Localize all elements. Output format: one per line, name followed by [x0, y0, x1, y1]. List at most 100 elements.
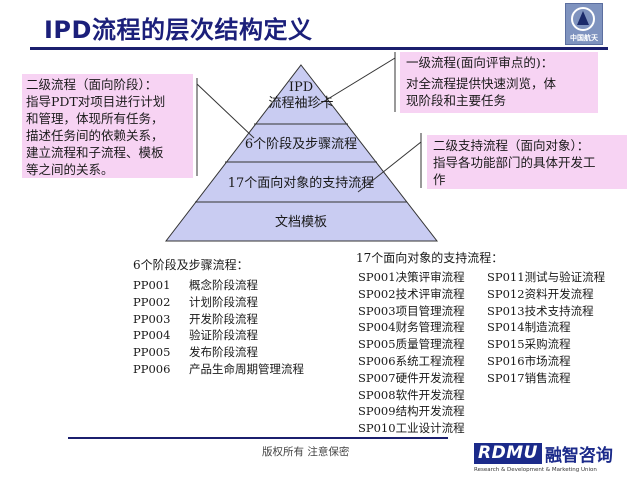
bottom-callout-pointer: [357, 141, 422, 193]
logo-ring: [571, 7, 595, 31]
title-divider: [30, 47, 608, 50]
copyright-notice: 版权所有 注意保密: [262, 446, 350, 458]
process-name: 发布阶段流程: [189, 345, 258, 360]
process-code: SP004: [358, 320, 396, 335]
list-item: SP012 资料开发流程: [487, 286, 605, 303]
callout-text: 二级流程（面向阶段）：: [26, 77, 158, 92]
process-code: SP001: [358, 270, 396, 284]
list-item: SP011 测试与验证流程: [487, 269, 605, 286]
process-name: 软件开发流程: [395, 387, 465, 402]
process-name: 开发阶段流程: [189, 311, 258, 326]
callout-object-oriented: 二级支持流程（面向对象）： 指导各功能部门的具体开发工 作: [427, 135, 627, 189]
process-name: 质量管理流程: [395, 337, 465, 352]
rdmu-chinese-name: 融智咨询: [544, 446, 613, 466]
callout-text: 二级支持流程（面向对象）：: [433, 138, 590, 153]
pyramid-layer-top-line2: 流程袖珍卡: [268, 96, 334, 111]
process-name: 系统工程流程: [395, 353, 465, 368]
process-name: 制造流程: [524, 320, 571, 335]
process-name: 验证阶段流程: [189, 328, 258, 343]
callout-review-oriented: 一级流程(面向评审点的)： 对全流程提供快速浏览，体 现阶段和主要任务: [400, 52, 598, 113]
callout-phase-oriented: 二级流程（面向阶段）： 指导PDT对项目进行计划 和管理，体现所有任务， 描述任…: [22, 74, 193, 178]
pyramid-layer-top: IPD 流程袖珍卡: [251, 80, 351, 112]
list-item: SP015 采购流程: [487, 336, 605, 353]
list-item: SP001 决策评审流程: [358, 269, 465, 286]
callout-text: 等之间的关系。: [26, 162, 114, 177]
process-name: 财务管理流程: [395, 320, 465, 335]
phase-processes-list: PP001 概念阶段流程 PP002 计划阶段流程 PP003 开发阶段流程 PP00…: [133, 277, 304, 378]
process-code: SP006: [358, 353, 396, 368]
phase-processes-heading: 6个阶段及步骤流程：: [133, 258, 249, 272]
footer-divider: [68, 437, 448, 439]
process-code: SP016: [487, 353, 525, 368]
process-code: SP011: [487, 270, 525, 284]
process-code: SP015: [487, 337, 525, 352]
callout-text: 现阶段和主要任务: [406, 93, 507, 108]
list-item: SP013 技术支持流程: [487, 303, 605, 320]
process-code: SP017: [487, 370, 525, 385]
process-name: 计划阶段流程: [189, 294, 258, 309]
pyramid-layer-top-line1: IPD: [288, 80, 314, 95]
list-item: SP010 工业设计流程: [358, 420, 465, 437]
aerospace-emblem-icon: 中国航天: [565, 3, 603, 45]
list-item: SP016 市场流程: [487, 353, 605, 370]
process-name: 结构开发流程: [395, 404, 465, 419]
page-title: IPD流程的层次结构定义: [44, 16, 313, 44]
process-code: PP001: [133, 278, 171, 292]
list-item: PP005 发布阶段流程: [133, 344, 304, 361]
process-code: SP013: [487, 303, 525, 318]
list-item: SP008 软件开发流程: [358, 387, 465, 404]
callout-text: 建立流程和子流程、模板: [26, 145, 164, 160]
process-name: 硬件开发流程: [395, 370, 465, 385]
callout-text: 作: [433, 172, 446, 187]
callout-text: 指导各功能部门的具体开发工: [433, 155, 596, 170]
process-code: SP005: [358, 337, 396, 352]
list-item: SP017 销售流程: [487, 370, 605, 387]
process-name: 技术评审流程: [395, 286, 465, 301]
process-code: SP008: [358, 387, 396, 402]
list-item: PP002 计划阶段流程: [133, 294, 304, 311]
process-name: 产品生命周期管理流程: [189, 361, 304, 376]
support-processes-heading: 17个面向对象的支持流程：: [356, 251, 504, 265]
top-callout-pointer: [317, 57, 396, 106]
process-code: PP002: [133, 294, 171, 309]
list-item: SP003 项目管理流程: [358, 303, 465, 320]
list-item: PP001 概念阶段流程: [133, 277, 304, 294]
pyramid-layer-phases: 6个阶段及步骤流程: [244, 137, 358, 152]
callout-heading: 一级流程(面向评审点的)：: [406, 55, 554, 70]
process-code: PP004: [133, 328, 171, 343]
process-code: SP002: [358, 286, 396, 301]
process-name: 概念阶段流程: [189, 278, 258, 292]
process-name: 测试与验证流程: [524, 270, 606, 284]
list-item: SP006 系统工程流程: [358, 353, 465, 370]
logo-label: 中国航天: [570, 34, 598, 42]
process-name: 市场流程: [524, 353, 571, 368]
process-name: 销售流程: [524, 370, 571, 385]
logo-triangle: [577, 11, 589, 25]
process-name: 资料开发流程: [524, 286, 594, 301]
rdmu-tagline: Research & Development & Marketing Union: [474, 467, 597, 473]
process-code: SP010: [358, 421, 396, 436]
process-code: SP003: [358, 303, 396, 318]
support-processes-col2: SP011 测试与验证流程 SP012 资料开发流程 SP013 技术支持流程 …: [487, 269, 605, 387]
process-code: SP012: [487, 286, 525, 301]
pyramid-layer-templates: 文档模板: [274, 215, 327, 230]
list-item: SP014 制造流程: [487, 319, 605, 336]
left-callout-pointer: [196, 83, 255, 139]
rdmu-badge: RDMU: [474, 443, 542, 464]
list-item: SP002 技术评审流程: [358, 286, 465, 303]
list-item: SP007 硬件开发流程: [358, 370, 465, 387]
pyramid-layer-support: 17个面向对象的支持流程: [227, 176, 375, 191]
callout-text: 对全流程提供快速浏览，体: [406, 76, 557, 91]
list-item: SP004 财务管理流程: [358, 319, 465, 336]
callout-text: 描述任务间的依赖关系，: [26, 128, 164, 143]
list-item: SP005 质量管理流程: [358, 336, 465, 353]
process-name: 决策评审流程: [395, 270, 465, 284]
list-item: SP009 结构开发流程: [358, 403, 465, 420]
pyramid-shape: [164, 64, 439, 242]
process-code: SP007: [358, 370, 396, 385]
process-code: PP003: [133, 311, 171, 326]
callout-text: 指导PDT对项目进行计划: [26, 94, 166, 109]
process-code: PP005: [133, 345, 171, 360]
process-code: SP009: [358, 404, 396, 419]
